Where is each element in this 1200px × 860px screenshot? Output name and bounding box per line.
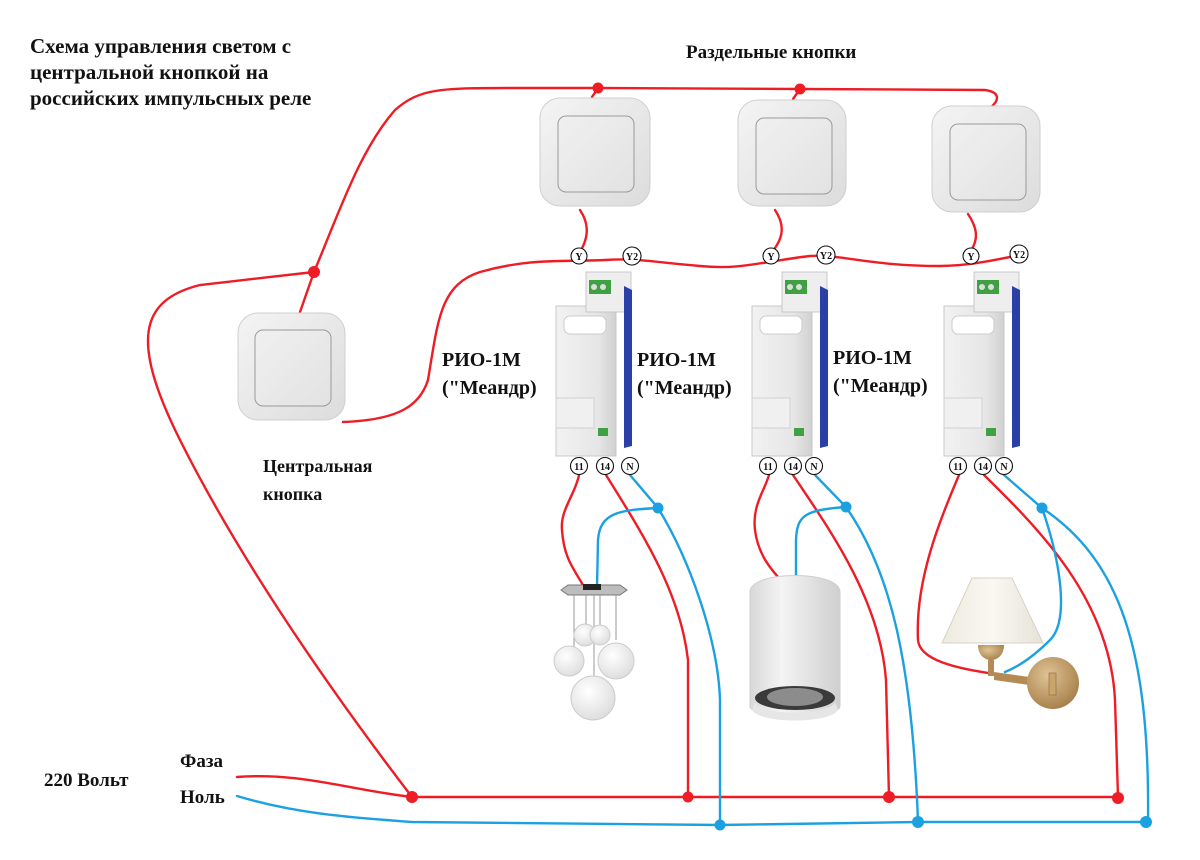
terminal-badges: Y Y2 11 14 N Y Y2 11 14 N Y Y2 11 14 N — [569, 244, 1029, 476]
phase-junctions — [308, 82, 1124, 804]
phase-label: Фаза — [180, 751, 223, 772]
svg-text:Y: Y — [967, 252, 975, 263]
relay-3 — [943, 271, 1020, 457]
relay-1 — [555, 271, 632, 457]
terminal-n: N — [620, 456, 640, 476]
svg-text:N: N — [1000, 462, 1008, 473]
svg-text:Y: Y — [767, 252, 775, 263]
terminal-11: 11 — [569, 456, 589, 476]
relay-1-label: РИО-1М ("Меандр) — [442, 349, 537, 399]
junction-dot — [682, 791, 694, 803]
diagram-title: Схема управления светом с центральной кн… — [30, 34, 312, 110]
separate-switch-3[interactable] — [931, 105, 1041, 213]
relay-3-label: РИО-1М ("Меандр) — [833, 347, 928, 397]
top-phase-bus-wire — [312, 86, 999, 274]
cylinder-spotlight-lamp — [749, 575, 841, 721]
junction-dot — [714, 819, 726, 831]
relay-2-n-to-neutral-wire — [813, 473, 920, 824]
svg-text:Y2: Y2 — [820, 251, 832, 262]
svg-text:11: 11 — [763, 462, 772, 473]
terminal-14: 14 — [973, 456, 993, 476]
phase-bus-wire — [235, 774, 1120, 799]
svg-text:14: 14 — [788, 462, 798, 473]
neutral-wires — [235, 473, 1150, 827]
junction-dot — [1036, 502, 1048, 514]
terminal-y: Y — [762, 247, 780, 265]
relay-1-n-to-neutral-wire — [628, 473, 722, 827]
svg-text:11: 11 — [953, 462, 962, 473]
relay-2-11-to-lamp-wire — [753, 473, 780, 579]
terminal-11: 11 — [758, 456, 778, 476]
svg-text:Y2: Y2 — [1013, 250, 1025, 261]
switch-2-to-y-wire — [770, 208, 783, 254]
svg-text:14: 14 — [600, 462, 610, 473]
terminal-n: N — [994, 456, 1014, 476]
separate-buttons-label: Раздельные кнопки — [686, 42, 857, 63]
junction-dot — [308, 266, 320, 278]
junction-dot — [840, 501, 852, 513]
switch-3-to-y-wire — [966, 212, 978, 254]
separate-switch-2[interactable] — [737, 99, 847, 207]
relay-2-n-to-lamp-wire — [794, 505, 848, 579]
drop-central-switch-wire — [298, 270, 316, 314]
junction-dot — [592, 82, 604, 94]
voltage-label: 220 Вольт — [44, 770, 129, 791]
switch-1-to-y-wire — [578, 208, 588, 254]
svg-text:N: N — [810, 462, 818, 473]
terminal-y2: Y2 — [1009, 244, 1029, 264]
terminal-y: Y — [570, 247, 588, 265]
relay-3-n-to-lamp-wire — [1003, 506, 1063, 674]
relay-1-11-to-lamp-wire — [560, 473, 586, 589]
svg-text:11: 11 — [574, 462, 583, 473]
relay-2-label: РИО-1М ("Меандр) — [637, 349, 732, 399]
relay-2-14-to-phase-wire — [791, 473, 891, 799]
terminal-n: N — [804, 456, 824, 476]
terminal-14: 14 — [783, 456, 803, 476]
junction-dot — [912, 816, 924, 828]
pendant-chandelier-lamp — [553, 584, 635, 721]
junction-dot — [1140, 816, 1152, 828]
separate-switch-1[interactable] — [539, 97, 651, 207]
svg-text:Y: Y — [575, 252, 583, 263]
central-button-label: Центральная кнопка — [263, 456, 373, 504]
neutral-label: Ноль — [180, 787, 225, 808]
terminal-11: 11 — [948, 456, 968, 476]
junction-dot — [794, 83, 806, 95]
svg-text:14: 14 — [978, 462, 988, 473]
svg-text:Y2: Y2 — [626, 252, 638, 263]
junction-dot — [883, 791, 895, 803]
junction-dot — [1112, 792, 1124, 804]
phase-to-central-node-wire — [146, 270, 414, 799]
neutral-junctions — [652, 501, 1152, 831]
junction-dot — [652, 502, 664, 514]
relay-3-14-to-phase-wire — [982, 473, 1120, 799]
terminal-y: Y — [962, 247, 980, 265]
svg-text:N: N — [626, 462, 634, 473]
terminal-y2: Y2 — [816, 245, 836, 265]
terminal-14: 14 — [595, 456, 615, 476]
relay-1-n-to-lamp-wire — [595, 506, 660, 589]
phase-wires — [146, 86, 1120, 799]
central-switch[interactable] — [237, 312, 346, 421]
relay-3-n-to-neutral-wire — [1002, 473, 1150, 824]
relay-1-14-to-phase-wire — [604, 473, 690, 799]
relay-3-11-to-lamp-wire — [916, 473, 1000, 677]
junction-dot — [406, 791, 418, 803]
wall-sconce-lamp — [941, 577, 1079, 709]
relay-2 — [751, 271, 828, 457]
terminal-y2: Y2 — [622, 246, 642, 266]
neutral-bus-wire — [235, 794, 1148, 827]
